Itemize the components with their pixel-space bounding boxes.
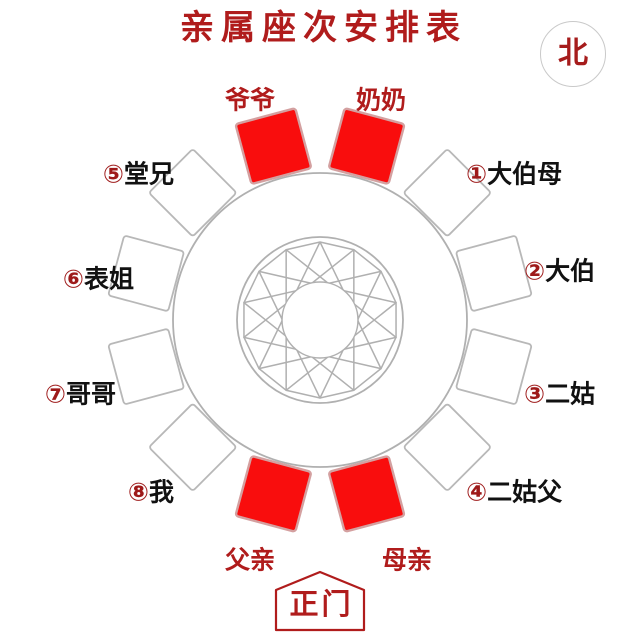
seat-shape-highlighted[interactable] (234, 107, 312, 185)
seat-shape[interactable] (149, 403, 237, 491)
seat-5-tangxiong-label: ⑤堂兄 (103, 162, 174, 187)
seat-muqin[interactable] (234, 455, 312, 533)
seat-fuqin-label: 父亲 (225, 548, 275, 573)
seat-muqin-name: 母亲 (381, 545, 433, 575)
seat-7-gege-name: 哥哥 (65, 379, 116, 409)
seat-nainai-label: 奶奶 (356, 88, 406, 113)
ornament-chord (243, 241, 397, 399)
seat-3-ergu-index: ③ (524, 379, 546, 409)
seat-2-dabo-index: ② (524, 256, 546, 286)
seat-fuqin[interactable] (328, 455, 406, 533)
seat-shape[interactable] (455, 235, 533, 312)
seat-yeye-label: 爷爷 (225, 88, 275, 113)
seat-7-gege[interactable] (107, 328, 185, 405)
seat-muqin-label: 母亲 (382, 548, 432, 573)
seats-layer (107, 107, 533, 533)
seat-shape[interactable] (107, 328, 185, 405)
seat-yeye[interactable] (234, 107, 312, 185)
seat-7-gege-label: ⑦哥哥 (45, 382, 116, 407)
seat-8-wo-index: ⑧ (127, 477, 149, 507)
seat-1-dabomu[interactable] (403, 149, 491, 237)
seat-4-ergufu-label: ④二姑父 (466, 480, 562, 505)
seat-nainai-name: 奶奶 (355, 85, 407, 115)
seat-nainai[interactable] (328, 107, 406, 185)
seat-5-tangxiong-name: 堂兄 (123, 159, 174, 189)
seat-4-ergufu[interactable] (403, 403, 491, 491)
compass-north-label: 北 (558, 35, 588, 71)
seat-shape[interactable] (149, 149, 237, 237)
seat-7-gege-index: ⑦ (44, 379, 66, 409)
seat-4-ergufu-index: ④ (466, 477, 488, 507)
seat-shape[interactable] (403, 149, 491, 237)
ornament-inner-circle (281, 281, 359, 359)
seat-shape-highlighted[interactable] (328, 107, 406, 185)
table-inner-edge (236, 236, 404, 404)
door-house-icon (274, 570, 366, 632)
seat-2-dabo-name: 大伯 (545, 256, 596, 286)
seat-8-wo[interactable] (149, 403, 237, 491)
seat-shape-highlighted[interactable] (234, 455, 312, 533)
seat-8-wo-name: 我 (148, 477, 174, 507)
seat-shape[interactable] (455, 328, 533, 405)
seat-1-dabomu-name: 大伯母 (487, 159, 563, 189)
table-center-ornament (243, 241, 397, 399)
seat-6-biaojie-index: ⑥ (62, 264, 84, 294)
page-title: 亲属座次安排表 (180, 8, 467, 48)
seat-5-tangxiong[interactable] (149, 149, 237, 237)
seat-2-dabo-label: ②大伯 (524, 259, 595, 284)
seat-3-ergu[interactable] (455, 328, 533, 405)
seat-4-ergufu-name: 二姑父 (487, 477, 563, 507)
seat-1-dabomu-index: ① (466, 159, 488, 189)
seat-1-dabomu-label: ①大伯母 (466, 162, 562, 187)
seat-6-biaojie-name: 表姐 (83, 264, 134, 294)
front-door-marker: 正门 (272, 568, 368, 634)
front-door-label: 正门 (289, 587, 354, 621)
seat-yeye-name: 爷爷 (224, 85, 276, 115)
seat-8-wo-label: ⑧我 (128, 480, 174, 505)
seat-5-tangxiong-index: ⑤ (102, 159, 124, 189)
seat-3-ergu-label: ③二姑 (524, 382, 595, 407)
compass-north-indicator: 北 (540, 21, 606, 87)
seat-3-ergu-name: 二姑 (545, 379, 596, 409)
seat-shape[interactable] (403, 403, 491, 491)
seat-fuqin-name: 父亲 (224, 545, 276, 575)
seat-6-biaojie-label: ⑥表姐 (63, 267, 134, 292)
seat-shape[interactable] (107, 235, 185, 312)
seat-2-dabo[interactable] (455, 235, 533, 312)
seat-shape-highlighted[interactable] (328, 455, 406, 533)
seat-6-biaojie[interactable] (107, 235, 185, 312)
